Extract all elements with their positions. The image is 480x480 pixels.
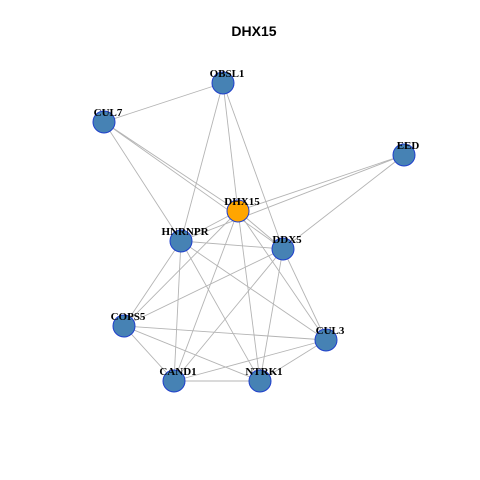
node-eed bbox=[392, 143, 416, 167]
node-dhx15 bbox=[226, 199, 250, 223]
node-hnrnpr bbox=[169, 229, 193, 253]
node-ntrk1 bbox=[248, 369, 272, 393]
edge-hnrnpr-cand1 bbox=[173, 240, 182, 382]
edge-ddx5-ntrk1 bbox=[259, 248, 284, 382]
edge-obsl1-hnrnpr bbox=[180, 82, 224, 242]
edge-cand1-cul3 bbox=[173, 339, 327, 382]
node-label-ddx5: DDX5 bbox=[272, 234, 302, 246]
edge-obsl1-dhx15 bbox=[222, 82, 239, 212]
edge-cul7-hnrnpr bbox=[103, 121, 182, 242]
node-cand1 bbox=[162, 369, 186, 393]
edge-obsl1-ddx5 bbox=[222, 82, 284, 250]
edge-hnrnpr-cops5 bbox=[123, 240, 182, 327]
edge-cul7-ddx5 bbox=[103, 121, 284, 250]
edge-dhx15-cops5 bbox=[123, 210, 239, 327]
node-label-dhx15: DHX15 bbox=[224, 196, 260, 208]
edge-hnrnpr-cul3 bbox=[180, 240, 327, 341]
edge-ddx5-cul3 bbox=[282, 248, 327, 341]
edge-dhx15-ntrk1 bbox=[237, 210, 261, 382]
edge-ddx5-cand1 bbox=[173, 248, 284, 382]
node-label-obsl1: OBSL1 bbox=[210, 68, 245, 80]
node-cops5 bbox=[112, 314, 136, 338]
node-ddx5 bbox=[271, 237, 295, 261]
edge-cul7-dhx15 bbox=[103, 121, 239, 212]
node-cul3 bbox=[314, 328, 338, 352]
edge-cops5-cul3 bbox=[123, 325, 327, 341]
edge-dhx15-cand1 bbox=[173, 210, 239, 382]
node-obsl1 bbox=[211, 71, 235, 95]
edges-layer bbox=[103, 82, 405, 382]
diagram-title: DHX15 bbox=[231, 23, 276, 39]
edge-ddx5-cops5 bbox=[123, 248, 284, 327]
node-cul7 bbox=[92, 110, 116, 134]
edge-eed-hnrnpr bbox=[180, 154, 405, 242]
node-label-cul7: CUL7 bbox=[94, 107, 123, 119]
edge-cops5-cand1 bbox=[123, 325, 175, 382]
node-label-eed: EED bbox=[397, 140, 420, 152]
edge-dhx15-cul3 bbox=[237, 210, 327, 341]
edge-hnrnpr-ntrk1 bbox=[180, 240, 261, 382]
nodes-layer bbox=[92, 71, 416, 393]
edge-eed-ddx5 bbox=[282, 154, 405, 250]
node-label-cand1: CAND1 bbox=[159, 366, 196, 378]
node-label-cul3: CUL3 bbox=[316, 325, 345, 337]
node-label-cops5: COPS5 bbox=[111, 311, 146, 323]
node-label-hnrnpr: HNRNPR bbox=[161, 226, 209, 238]
edge-cops5-ntrk1 bbox=[123, 325, 261, 382]
node-label-ntrk1: NTRK1 bbox=[245, 366, 282, 378]
edge-ntrk1-cul3 bbox=[259, 339, 327, 382]
edge-hnrnpr-ddx5 bbox=[180, 240, 284, 250]
edge-obsl1-cul7 bbox=[103, 82, 224, 123]
edge-eed-dhx15 bbox=[237, 154, 405, 212]
